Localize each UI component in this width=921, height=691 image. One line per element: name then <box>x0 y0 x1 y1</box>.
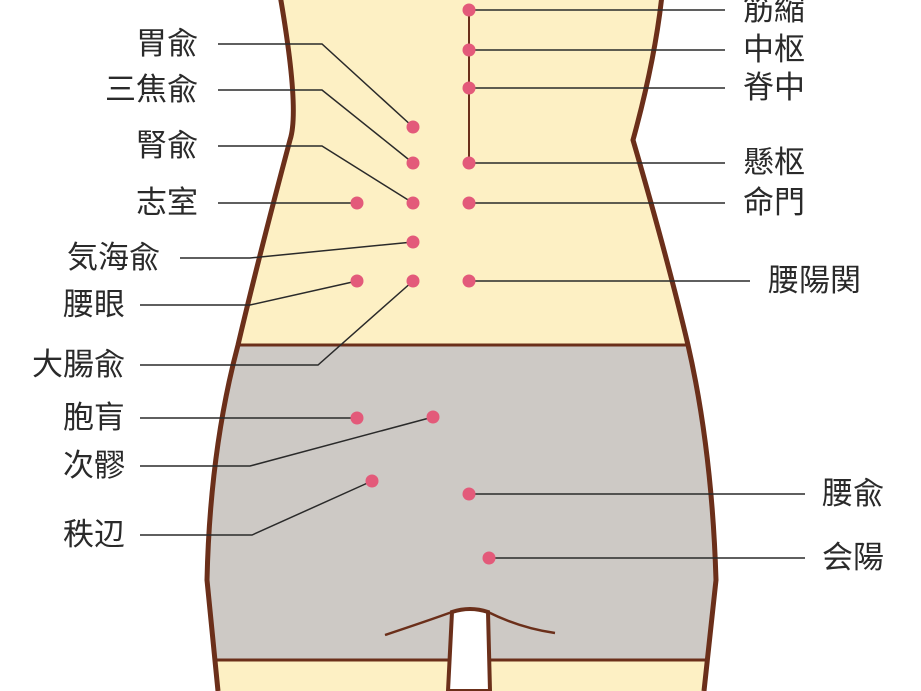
label-zhibian: 秩辺 <box>63 517 125 553</box>
acupoint-marker <box>462 43 476 57</box>
leader-line <box>218 89 414 164</box>
label-sanjiaoyu: 三焦兪 <box>105 72 198 108</box>
label-weiyu: 胃兪 <box>136 26 198 62</box>
acupoint-marker <box>462 156 476 170</box>
label-qihaiyu: 気海兪 <box>67 240 160 276</box>
acupoint-marker <box>462 196 476 210</box>
acupoint-marker <box>350 411 364 425</box>
acupoint-marker <box>406 235 420 249</box>
leader-line <box>180 241 414 259</box>
label-zhishi: 志室 <box>136 185 198 221</box>
label-zhongshu: 中枢 <box>743 32 805 68</box>
leader-lines <box>140 9 805 559</box>
leg-gap <box>445 607 493 691</box>
label-xuanshu: 懸枢 <box>743 145 805 181</box>
acupoint-marker <box>406 196 420 210</box>
acupoint-marker <box>462 3 476 17</box>
shorts <box>207 345 716 660</box>
leader-line <box>218 43 414 128</box>
acupoint-marker <box>462 487 476 501</box>
leader-line <box>140 280 414 366</box>
acupoint-marker <box>350 274 364 288</box>
label-shenyu: 腎兪 <box>136 128 198 164</box>
label-jizhong: 脊中 <box>743 70 805 106</box>
acupoint-marker <box>426 410 440 424</box>
label-yaoyangguan: 腰陽関 <box>768 263 861 299</box>
label-yaoyu: 腰兪 <box>822 476 884 512</box>
acupoint-marker <box>365 474 379 488</box>
acupoint-marker <box>406 120 420 134</box>
leader-line <box>140 416 434 467</box>
acupoints <box>350 3 496 565</box>
label-baohuang: 胞肓 <box>63 400 125 436</box>
leader-line <box>140 480 373 536</box>
buttock-curve-left <box>384 610 453 637</box>
leader-line <box>140 280 358 306</box>
acupoint-marker <box>350 196 364 210</box>
acupoint-marker <box>462 81 476 95</box>
acupoint-marker <box>462 274 476 288</box>
label-dachangyu: 大腸兪 <box>32 347 125 383</box>
label-yaoyan: 腰眼 <box>63 287 125 323</box>
buttock-curve-right <box>487 610 556 635</box>
acupoint-marker <box>406 156 420 170</box>
acupoint-marker <box>482 551 496 565</box>
acupoint-marker <box>406 274 420 288</box>
label-mingmen: 命門 <box>743 185 805 221</box>
leader-line <box>218 145 414 204</box>
label-jinsuo: 筋縮 <box>743 0 805 28</box>
body-outline <box>204 0 719 691</box>
label-huiyang: 会陽 <box>822 540 884 576</box>
label-ciliao: 次髎 <box>63 448 125 484</box>
